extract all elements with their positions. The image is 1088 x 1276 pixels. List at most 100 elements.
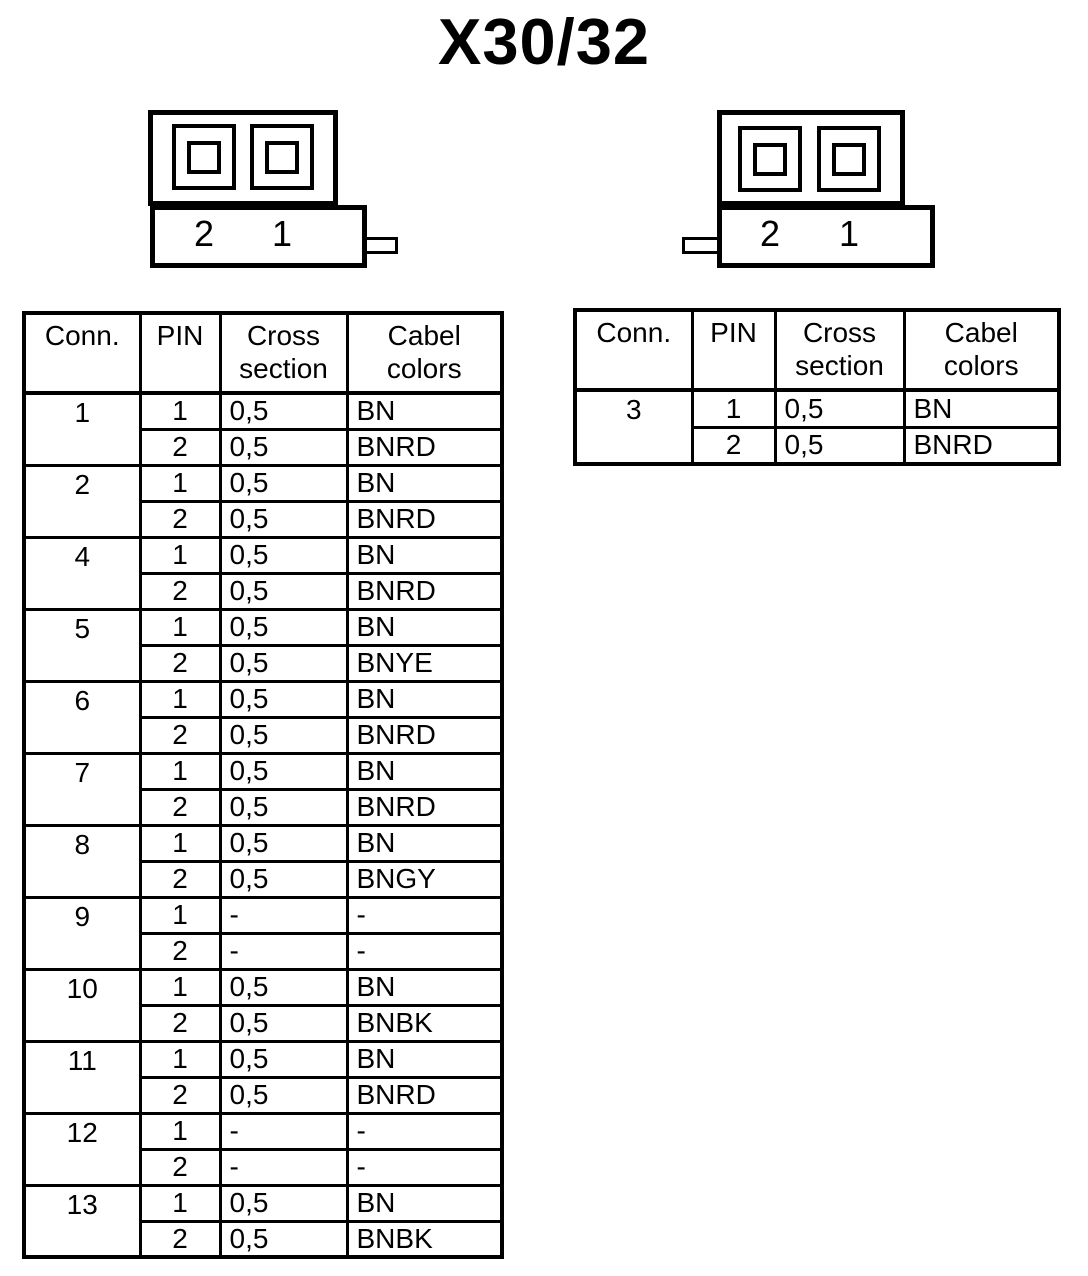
connector-plate [150,205,367,268]
cross-section-cell: 0,5 [218,644,349,683]
cross-section-cell: 0,5 [218,788,349,827]
pin-number-cell: 1 [138,463,222,503]
pin-number-cell: 2 [138,932,222,971]
cross-section-cell: 0,5 [218,823,349,863]
pin-number-cell: 1 [138,1183,222,1223]
conn-number-cell: 10 [22,967,142,1043]
pin-number-cell: 1 [138,967,222,1007]
cable-color-cell: BNRD [345,1076,504,1115]
column-header: Conn. [22,311,142,395]
pin-number-cell: 2 [138,428,222,467]
cable-color-cell: BNRD [345,428,504,467]
cross-section-cell: 0,5 [218,967,349,1007]
page-title: X30/32 [437,5,650,78]
pin-number-cell: 1 [138,679,222,719]
cross-section-cell: - [218,1111,349,1151]
conn-number-cell: 6 [22,679,142,755]
cross-section-cell: 0,5 [218,572,349,611]
pin-number-label: 2 [193,213,215,254]
cable-color-cell: BN [345,751,504,791]
pin-number-cell: 1 [690,388,777,429]
table-row: 2-- [24,1148,504,1187]
conn-number-cell: 9 [22,895,142,971]
pin-terminal-icon [753,142,787,176]
pin-number-label: 1 [838,213,860,254]
cable-color-cell: BN [345,823,504,863]
cable-color-cell: BNGY [345,860,504,899]
pin-number-cell: 2 [138,1220,222,1259]
pin-number-cell: 2 [138,572,222,611]
pin-cavity-icon [817,126,881,192]
pin-cavity-icon [250,124,314,190]
cable-color-cell: - [345,895,504,935]
pin-terminal-icon [832,142,866,176]
cross-section-cell: 0,5 [218,1183,349,1223]
pin-number-cell: 2 [138,860,222,899]
conn-number-cell: 4 [22,535,142,611]
cross-section-cell: - [218,1148,349,1187]
cross-section-cell: 0,5 [218,428,349,467]
cross-section-cell: 0,5 [218,463,349,503]
pin-number-cell: 2 [138,500,222,539]
column-header: PIN [690,308,777,392]
cable-color-cell: - [345,932,504,971]
cable-color-cell: BNBK [345,1220,504,1259]
pin-number-cell: 2 [138,1076,222,1115]
cable-color-cell: - [345,1111,504,1151]
cable-color-cell: BN [345,535,504,575]
cable-color-cell: BN [345,967,504,1007]
conn-number-cell: 3 [573,388,694,466]
cross-section-cell: 0,5 [218,1004,349,1043]
pin-number-cell: 2 [690,426,777,466]
pin-number-cell: 1 [138,1039,222,1079]
cable-color-cell: BNYE [345,644,504,683]
cross-section-cell: - [218,932,349,971]
pin-terminal-icon [187,140,221,174]
cable-color-cell: BNRD [345,500,504,539]
cross-section-cell: 0,5 [218,1220,349,1259]
pin-number-cell: 2 [138,1148,222,1187]
connector-tab [682,237,720,254]
cable-color-cell: BNRD [345,788,504,827]
cable-color-cell: BNRD [345,716,504,755]
conn-number-cell: 7 [22,751,142,827]
cross-section-cell: 0,5 [773,426,906,466]
pin-number-cell: 2 [138,788,222,827]
pin-number-cell: 1 [138,535,222,575]
pin-number-cell: 2 [138,716,222,755]
pin-number-label: 2 [759,213,781,254]
conn-number-cell: 2 [22,463,142,539]
pin-terminal-icon [265,140,299,174]
cable-color-cell: BN [345,391,504,431]
pin-cavity-icon [738,126,802,192]
column-header: Conn. [573,308,694,392]
pin-number-cell: 1 [138,1111,222,1151]
conn-number-cell: 8 [22,823,142,899]
connector-diagram-left: 2 1 [148,110,408,270]
connector-diagram-right: 2 1 [682,110,942,270]
